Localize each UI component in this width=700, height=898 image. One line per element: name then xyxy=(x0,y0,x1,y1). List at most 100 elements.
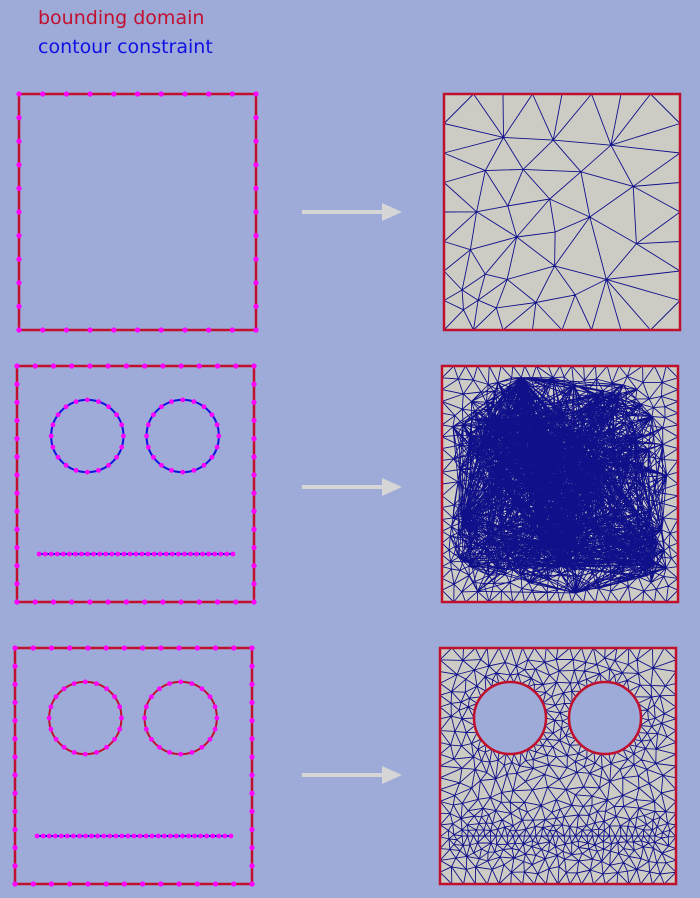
segment-point xyxy=(36,551,42,557)
boundary-point xyxy=(14,490,20,496)
segment-point xyxy=(77,833,82,839)
boundary-point xyxy=(16,185,22,191)
segment-point xyxy=(121,551,127,557)
segment-point xyxy=(169,551,175,557)
boundary-point xyxy=(121,645,127,651)
segment-point xyxy=(155,833,161,839)
circle-point xyxy=(106,462,111,468)
circle-point xyxy=(145,444,151,450)
circle-point xyxy=(71,749,77,755)
boundary-point xyxy=(121,881,127,887)
circle-point xyxy=(104,744,109,750)
segment-point xyxy=(198,833,204,839)
boundary-point xyxy=(123,363,129,369)
boundary-point xyxy=(12,881,18,887)
boundary-point xyxy=(249,645,255,651)
boundary-point xyxy=(87,599,93,605)
circle-contour-1 xyxy=(50,398,125,474)
boundary-point xyxy=(134,327,141,333)
boundary-point xyxy=(176,881,182,887)
boundary-point xyxy=(214,599,221,605)
mesh-hole-2 xyxy=(567,680,643,756)
arrow-head xyxy=(382,478,402,496)
circle-point xyxy=(112,694,117,700)
boundary-point xyxy=(12,754,18,760)
segment-point xyxy=(194,551,199,557)
boundary-point xyxy=(12,736,18,742)
circle-point xyxy=(191,467,197,473)
circle-contour-1 xyxy=(48,680,123,756)
boundary-point xyxy=(158,91,164,97)
segment-point xyxy=(85,551,90,557)
boundary-point xyxy=(16,303,22,309)
boundary-point xyxy=(12,863,18,869)
segment-point xyxy=(216,833,222,839)
boundary-point xyxy=(251,472,257,478)
circle-point xyxy=(216,433,222,439)
segment-point xyxy=(52,833,58,839)
boundary-point xyxy=(233,363,239,369)
boundary-point xyxy=(249,790,255,796)
boundary-point xyxy=(160,599,166,605)
boundary-point xyxy=(178,599,184,605)
boundary-point xyxy=(158,881,164,887)
segment-point xyxy=(71,833,76,839)
segment-point xyxy=(175,551,181,557)
boundary-point xyxy=(14,508,20,514)
circle-point xyxy=(96,399,101,405)
circle-point xyxy=(151,412,156,418)
boundary-point xyxy=(12,826,18,833)
segment-point xyxy=(42,551,48,557)
segment-point xyxy=(182,551,187,557)
circle-point xyxy=(82,751,88,757)
boundary-point xyxy=(12,790,18,796)
boundary-point xyxy=(14,563,20,569)
boundary-point xyxy=(251,526,257,532)
boundary-point xyxy=(87,327,93,333)
segment-point xyxy=(131,833,137,839)
segment-point xyxy=(127,551,133,557)
segment-point xyxy=(173,833,179,839)
segment-point xyxy=(167,833,173,839)
segment-point xyxy=(91,551,97,557)
bounding-domain-square xyxy=(17,92,258,332)
boundary-point xyxy=(14,526,20,532)
arrow-head xyxy=(382,766,402,784)
segment-point xyxy=(210,833,216,839)
circle-point xyxy=(145,422,151,428)
boundary-point xyxy=(251,381,257,387)
legend-bounding-domain: bounding domain xyxy=(38,7,205,29)
segment-point xyxy=(97,551,103,557)
boundary-point xyxy=(87,363,93,369)
boundary-point xyxy=(212,645,219,651)
boundary-point xyxy=(194,645,200,651)
circle-point xyxy=(119,422,125,428)
circle-point xyxy=(63,404,69,410)
circle-point xyxy=(53,736,59,742)
segment-point xyxy=(113,833,119,839)
boundary-point xyxy=(251,508,257,514)
segment-point xyxy=(58,833,64,839)
row-2 xyxy=(14,363,680,605)
boundary-point xyxy=(12,645,18,651)
boundary-point xyxy=(253,162,259,168)
boundary-point xyxy=(40,91,46,97)
segment-point xyxy=(180,833,185,839)
boundary-point xyxy=(63,91,69,97)
circle-point xyxy=(114,412,119,418)
boundary-point xyxy=(48,881,55,887)
boundary-point xyxy=(182,91,188,97)
segment-point xyxy=(48,551,54,557)
boundary-point xyxy=(249,881,255,887)
boundary-point xyxy=(16,91,22,97)
circle-point xyxy=(106,404,111,410)
circle-point xyxy=(112,736,117,742)
boundary-point xyxy=(253,303,259,309)
boundary-point xyxy=(249,772,255,778)
boundary-point xyxy=(12,808,18,814)
circle-point xyxy=(104,686,109,692)
boundary-point xyxy=(40,327,46,333)
circle-point xyxy=(117,726,123,732)
circle-point xyxy=(73,399,79,405)
boundary-point xyxy=(231,881,237,887)
